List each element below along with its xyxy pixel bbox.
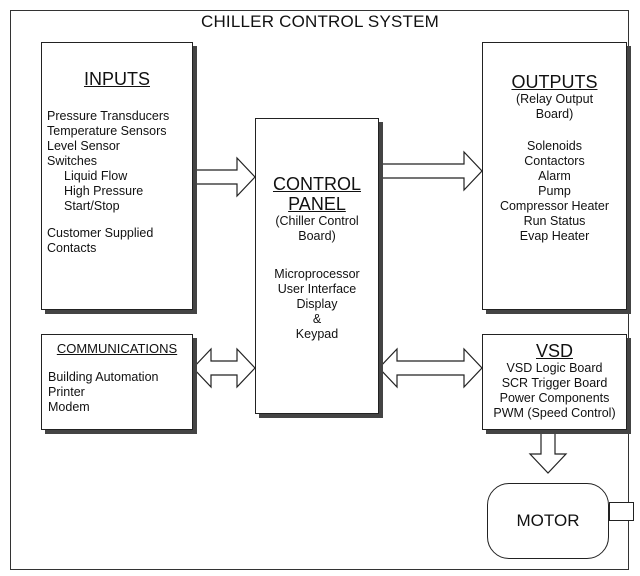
- control-heading: PANEL: [288, 194, 346, 214]
- outputs-box: OUTPUTS (Relay Output Board) Solenoids C…: [482, 42, 627, 310]
- motor-box: MOTOR: [487, 483, 609, 559]
- control-subtitle: Board): [298, 229, 336, 243]
- communications-item: Building Automation: [48, 370, 159, 384]
- arrow-comms-control: [192, 347, 256, 389]
- motor-shaft: [609, 502, 634, 521]
- vsd-box: VSD VSD Logic Board SCR Trigger Board Po…: [482, 334, 627, 430]
- control-subtitle: (Chiller Control: [275, 214, 359, 228]
- input-item: Pressure Transducers: [47, 109, 170, 123]
- control-heading: CONTROL: [272, 174, 361, 194]
- control-item: &: [312, 312, 322, 326]
- inputs-heading: INPUTS: [83, 69, 150, 89]
- vsd-item: PWM (Speed Control): [493, 406, 616, 420]
- output-item: Solenoids: [527, 139, 582, 153]
- input-item: Temperature Sensors: [47, 124, 167, 138]
- outputs-heading: OUTPUTS: [511, 72, 598, 92]
- output-item: Pump: [538, 184, 571, 198]
- vsd-item: Power Components: [499, 391, 610, 405]
- control-item: User Interface: [277, 282, 357, 296]
- control-panel-box: CONTROL PANEL (Chiller Control Board) Mi…: [255, 118, 379, 414]
- control-item: Keypad: [295, 327, 339, 341]
- communications-heading: COMMUNICATIONS: [56, 341, 178, 356]
- arrow-inputs-to-control: [192, 156, 256, 198]
- switch-item: High Pressure: [64, 184, 144, 198]
- input-item: Level Sensor: [47, 139, 120, 153]
- output-item: Alarm: [538, 169, 571, 183]
- switch-item: Start/Stop: [64, 199, 120, 213]
- switch-item: Liquid Flow: [64, 169, 128, 183]
- vsd-item: SCR Trigger Board: [501, 376, 608, 390]
- vsd-heading: VSD: [535, 341, 573, 361]
- input-extra: Contacts: [47, 241, 97, 255]
- output-item: Compressor Heater: [499, 199, 610, 213]
- input-extra: Customer Supplied: [47, 226, 154, 240]
- output-item: Contactors: [524, 154, 585, 168]
- output-item: Evap Heater: [519, 229, 590, 243]
- arrow-control-vsd: [378, 347, 483, 389]
- inputs-box: INPUTS Pressure Transducers Temperature …: [41, 42, 193, 310]
- communications-item: Modem: [48, 400, 90, 414]
- communications-item: Printer: [48, 385, 85, 399]
- diagram-frame: [10, 10, 629, 570]
- vsd-item: VSD Logic Board: [506, 361, 603, 375]
- communications-box: COMMUNICATIONS Building Automation Print…: [41, 334, 193, 430]
- arrow-vsd-to-motor: [528, 429, 568, 474]
- control-item: Microprocessor: [274, 267, 360, 281]
- outputs-subtitle: (Relay Output: [515, 92, 594, 106]
- input-item: Switches: [47, 154, 98, 168]
- outputs-subtitle: Board): [535, 107, 574, 121]
- motor-label: MOTOR: [516, 511, 580, 530]
- output-item: Run Status: [523, 214, 586, 228]
- arrow-control-to-outputs: [378, 150, 483, 192]
- control-item: Display: [296, 297, 338, 311]
- diagram-title: CHILLER CONTROL SYSTEM: [200, 12, 440, 31]
